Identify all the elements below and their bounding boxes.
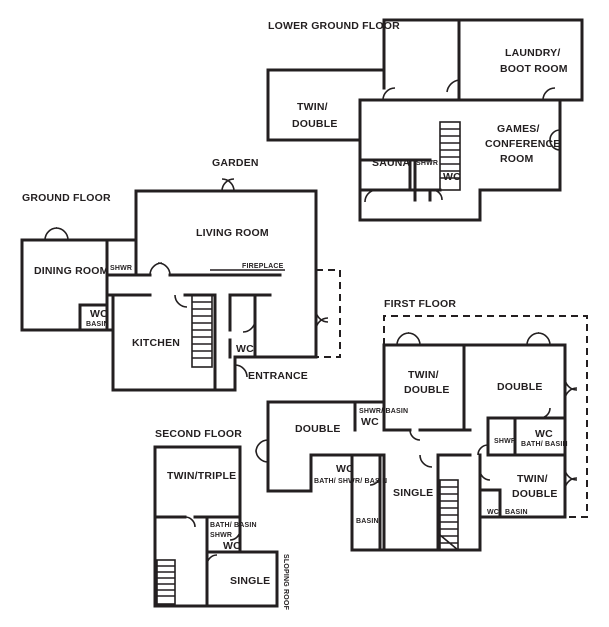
lower-ground-door-swings — [364, 79, 561, 203]
room-label-sauna: SAUNA — [372, 157, 411, 169]
first-floor-title: FIRST FLOOR — [384, 298, 456, 310]
room-label-first-shwr-basin: SHWR/ BASIN — [359, 408, 408, 415]
room-label-living-room: LIVING ROOM — [196, 227, 269, 239]
room-label-first-bath-basin: BATH/ BASIN — [521, 441, 568, 448]
room-label-first-double-top: DOUBLE — [497, 381, 543, 393]
room-label-first-double-left: DOUBLE — [295, 423, 341, 435]
first-floor-stairs — [439, 479, 459, 551]
room-label-first-wc-d: WC — [487, 509, 499, 516]
room-label-first-wc-b: WC — [535, 428, 553, 440]
room-label-first-twin-double-a-1: TWIN/ — [408, 369, 439, 381]
second-floor-title: SECOND FLOOR — [155, 428, 242, 440]
first-floor: FIRST FLOOR TWIN/ DOUBLE DOUBLE SHWR/ BA… — [255, 298, 588, 552]
room-label-second-twin-triple: TWIN/TRIPLE — [167, 470, 236, 482]
second-floor-internal-walls — [153, 515, 242, 608]
room-label-ground-wc-2: WC — [236, 343, 254, 355]
first-floor-internal-walls — [309, 343, 567, 552]
room-label-ground-basin: BASIN — [86, 321, 109, 328]
room-label-first-single: SINGLE — [393, 487, 433, 499]
ground-outer-wall — [20, 189, 318, 392]
room-label-first-wc-c: WC — [336, 463, 354, 475]
room-label-lg-shwr: SHWR — [416, 160, 438, 167]
second-floor-door-swings — [184, 516, 241, 566]
room-label-first-basin-right: BASIN — [505, 509, 528, 516]
room-label-second-shwr: SHWR — [210, 532, 232, 539]
second-floor-outer-wall — [153, 445, 279, 608]
first-floor-dashed-outline — [383, 315, 588, 518]
room-label-entrance: ENTRANCE — [248, 370, 308, 382]
room-label-games-1: GAMES/ — [497, 123, 540, 135]
lower-ground-internal-walls — [358, 18, 562, 202]
second-floor-stairs — [156, 559, 176, 605]
lower-ground-floor: LOWER GROUND FLOOR TWIN/ DOUBLE LAUNDRY/… — [266, 18, 584, 222]
room-label-second-single: SINGLE — [230, 575, 270, 587]
room-label-fireplace: FIREPLACE — [242, 263, 284, 270]
ground-door-swings — [44, 178, 329, 378]
room-label-dining-room: DINING ROOM — [34, 265, 109, 277]
lower-ground-stairs — [439, 121, 461, 191]
room-label-first-basin-left: BASIN — [356, 518, 379, 525]
room-label-second-bath-basin: BATH/ BASIN — [210, 522, 257, 529]
first-floor-door-swings — [255, 332, 578, 491]
ground-dashed-extension — [316, 269, 341, 358]
room-label-first-twin-double-b-1: TWIN/ — [517, 473, 548, 485]
room-label-second-wc: WC — [223, 540, 241, 552]
room-label-laundry-1: LAUNDRY/ — [505, 47, 560, 59]
room-label-twin-double-1: TWIN/ — [297, 101, 328, 113]
room-label-first-twin-double-a-2: DOUBLE — [404, 384, 450, 396]
garden-label: GARDEN — [212, 157, 259, 169]
room-label-first-bath-shwr-basin: BATH/ SHWR/ BASIN — [314, 478, 387, 485]
room-label-kitchen: KITCHEN — [132, 337, 180, 349]
ground-stairs — [191, 294, 213, 368]
first-floor-outer-wall — [266, 343, 567, 552]
lower-ground-floor-title: LOWER GROUND FLOOR — [268, 20, 400, 32]
room-label-games-2: CONFERENCE — [485, 138, 561, 150]
room-label-ground-wc: WC — [90, 308, 108, 320]
lower-ground-outer-wall — [266, 18, 584, 222]
room-label-first-shwr: SHWR — [494, 438, 516, 445]
sloping-roof-label: SLOPING ROOF — [282, 554, 289, 611]
room-label-first-twin-double-b-2: DOUBLE — [512, 488, 558, 500]
room-label-games-3: ROOM — [500, 153, 534, 165]
room-label-twin-double-2: DOUBLE — [292, 118, 338, 130]
room-label-lg-wc: WC — [443, 171, 461, 183]
ground-floor: GARDEN GROUND FLOOR LIVING ROOM FIREPLAC… — [20, 157, 341, 392]
ground-floor-title: GROUND FLOOR — [22, 192, 111, 204]
room-label-first-wc-a: WC — [361, 416, 379, 428]
room-label-ground-shwr: SHWR — [110, 265, 132, 272]
room-label-laundry-2: BOOT ROOM — [500, 63, 568, 75]
second-floor: SECOND FLOOR TWIN/TRIPLE BATH/ BASIN SHW… — [153, 428, 289, 611]
